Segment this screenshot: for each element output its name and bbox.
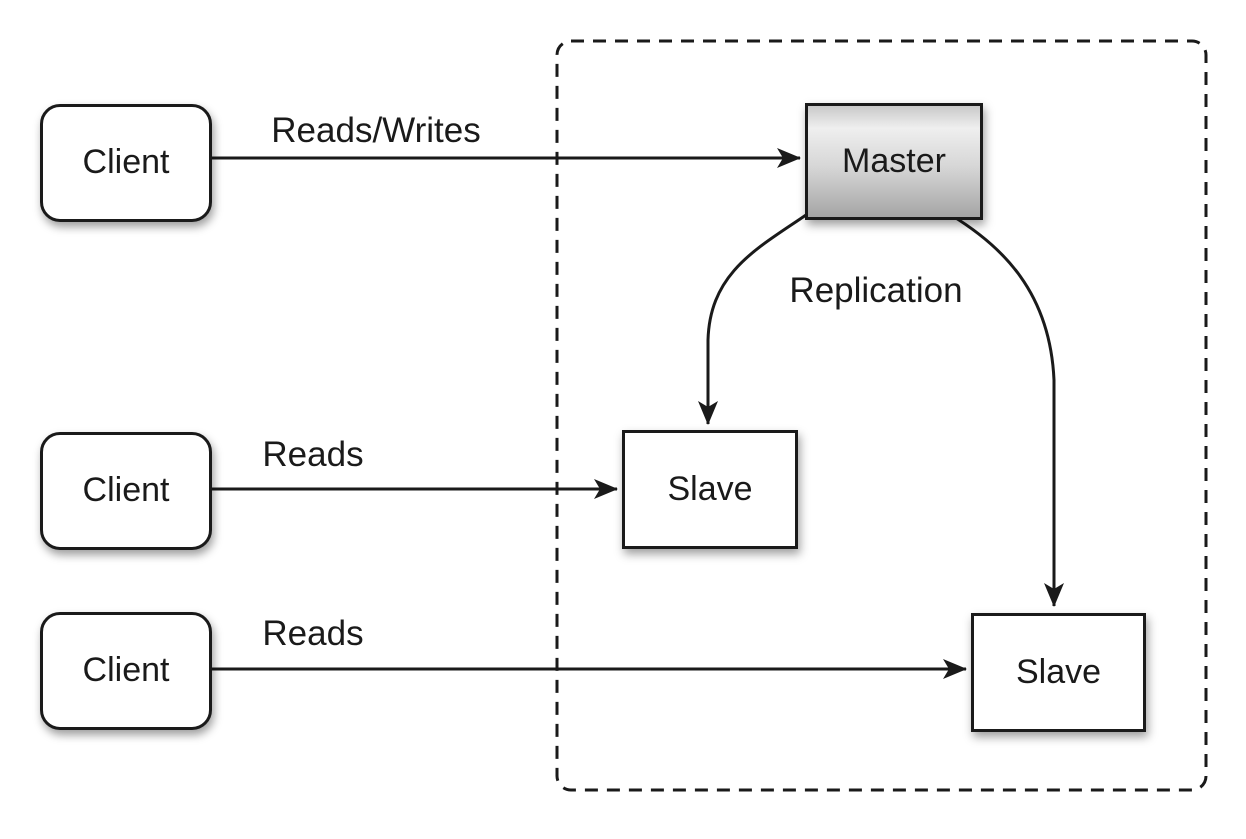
slave-node-2: Slave xyxy=(971,613,1146,732)
client-node-1-label: Client xyxy=(82,143,170,181)
client-node-2: Client xyxy=(40,432,212,550)
client-node-3-label: Client xyxy=(82,651,170,689)
slave-node-1: Slave xyxy=(622,430,798,549)
edge-label-reads-mid: Reads xyxy=(262,435,364,474)
master-node-label: Master xyxy=(842,141,946,180)
client-node-1: Client xyxy=(40,104,212,222)
edge-label-reads-writes: Reads/Writes xyxy=(271,111,481,150)
slave-node-2-label: Slave xyxy=(1015,652,1102,691)
master-node: Master xyxy=(805,103,983,220)
client-node-3: Client xyxy=(40,612,212,730)
edge-label-replication: Replication xyxy=(789,271,963,310)
arrow-replication-right xyxy=(950,213,1064,607)
edge-label-reads-bottom: Reads xyxy=(262,614,364,653)
slave-node-1-label: Slave xyxy=(667,469,753,508)
arrow-replication-left xyxy=(698,213,807,425)
replication-boundary-box xyxy=(555,39,1208,792)
client-node-2-label: Client xyxy=(82,471,170,509)
